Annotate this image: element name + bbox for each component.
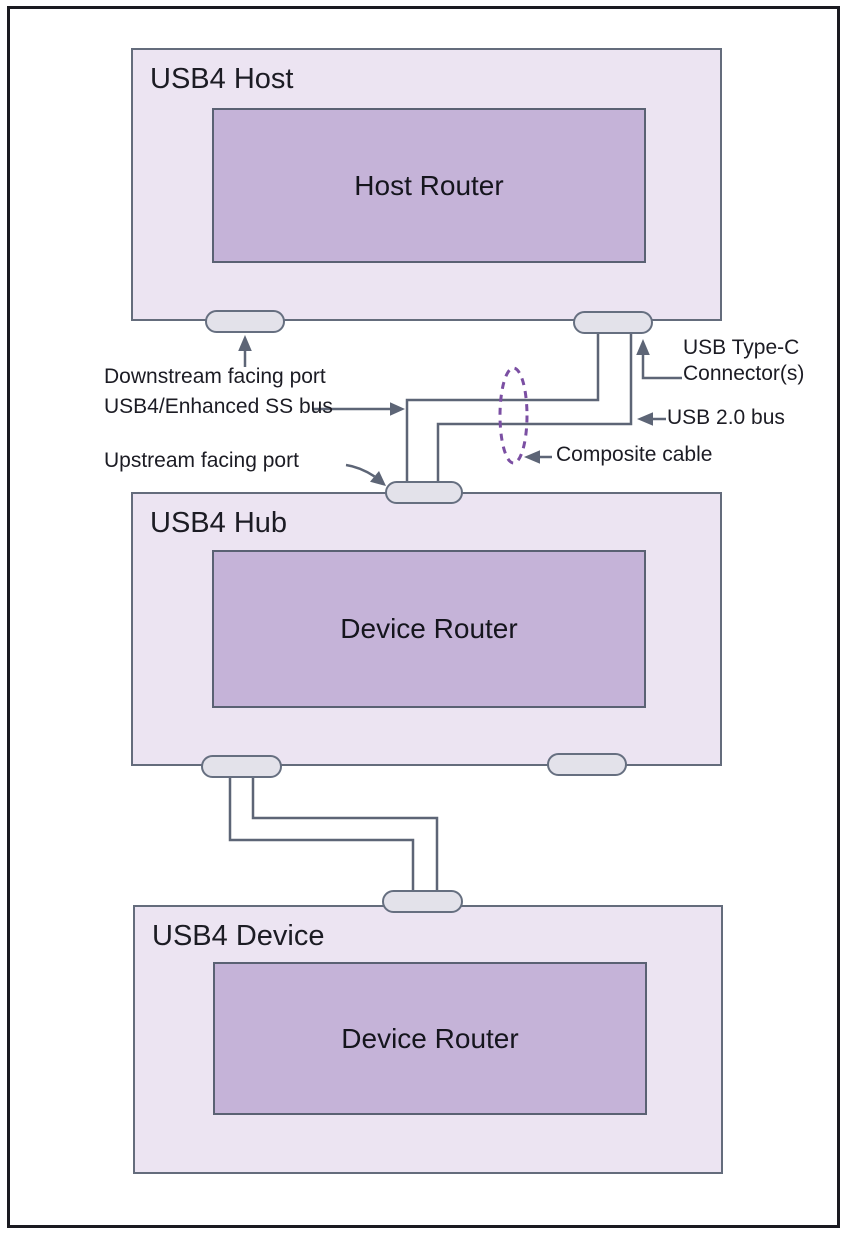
hub-downstream-port-right	[547, 753, 627, 776]
hub-router-box: Device Router	[212, 550, 646, 708]
ss-bus-label: USB4/Enhanced SS bus	[104, 395, 333, 418]
usb2-bus-label: USB 2.0 bus	[667, 406, 785, 429]
hub-upstream-port	[385, 481, 463, 504]
device-router-box: Device Router	[213, 962, 647, 1115]
usb4-host-label: USB4 Host	[150, 63, 294, 95]
composite-cable-label: Composite cable	[556, 443, 713, 466]
upstream-port-label: Upstream facing port	[104, 449, 299, 472]
host-router-box: Host Router	[212, 108, 646, 263]
type-c-connector-label-line1: USB Type-C	[683, 336, 800, 359]
device-router-label: Device Router	[341, 1022, 519, 1054]
host-downstream-port-left	[205, 310, 285, 333]
usb4-device-label: USB4 Device	[152, 920, 325, 952]
hub-downstream-port-left	[201, 755, 282, 778]
device-upstream-port	[382, 890, 463, 913]
host-router-label: Host Router	[354, 169, 504, 201]
type-c-connector-label-line2: Connector(s)	[683, 362, 805, 385]
usb4-hub-label: USB4 Hub	[150, 507, 288, 539]
type-c-connector-label: USB Type-C Connector(s)	[683, 335, 804, 387]
downstream-port-label: Downstream facing port	[104, 365, 326, 388]
host-downstream-port-right	[573, 311, 653, 334]
hub-router-label: Device Router	[340, 613, 518, 644]
